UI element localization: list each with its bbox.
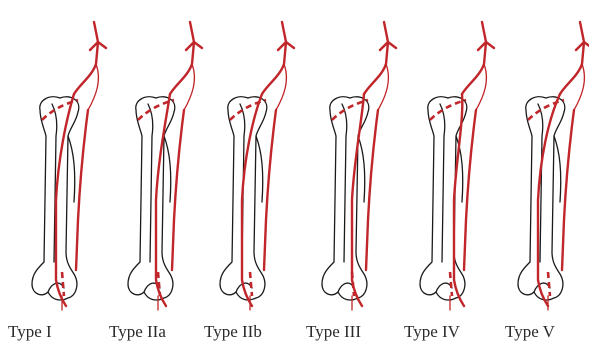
main-artery <box>138 94 184 310</box>
main-artery <box>230 94 276 310</box>
variant-2-illustration <box>128 22 202 310</box>
femur-outline <box>518 97 565 300</box>
femur-outline <box>128 97 175 300</box>
arterial-branch <box>170 22 202 110</box>
variant-6-illustration <box>518 22 589 310</box>
main-artery <box>332 94 378 310</box>
arterial-branch <box>462 22 494 110</box>
type-label-4: Type III <box>306 322 361 341</box>
main-artery <box>430 94 476 310</box>
type-label-1: Type I <box>8 322 52 341</box>
variant-4-illustration <box>322 22 396 310</box>
arterial-branch <box>262 22 294 110</box>
type-label-2: Type IIa <box>109 322 166 341</box>
type-label-3: Type IIb <box>204 322 262 341</box>
type-label-6: Type V <box>505 322 556 341</box>
main-artery <box>42 94 88 310</box>
type-label-5: Type IV <box>404 322 461 341</box>
arterial-branch <box>364 22 396 110</box>
femur-outline <box>220 97 267 300</box>
arterial-branch <box>74 22 106 110</box>
femur-outline <box>322 97 369 300</box>
variant-5-illustration <box>420 22 494 310</box>
variant-3-illustration <box>220 22 294 310</box>
variant-1-illustration <box>32 22 106 310</box>
main-artery <box>528 94 574 310</box>
arterial-branch <box>560 22 589 110</box>
